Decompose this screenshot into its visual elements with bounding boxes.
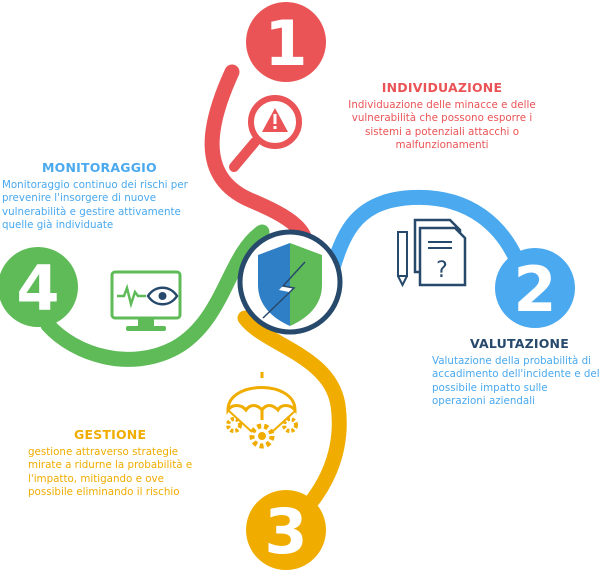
monitor-eye-icon — [110, 270, 182, 331]
step-1-number: 1 — [264, 7, 307, 80]
step-3-text: GESTIONE gestione attraverso strategie m… — [28, 427, 208, 500]
step-1-title: INDIVIDUAZIONE — [381, 80, 503, 95]
green-arm — [40, 224, 270, 367]
step-2-description: Valutazione della probabilità di accadim… — [432, 355, 600, 408]
step-4-title: MONITORAGGIO — [42, 160, 157, 175]
svg-text:?: ? — [436, 258, 448, 283]
step-4-text: MONITORAGGIO Monitoraggio continuo dei r… — [2, 160, 197, 233]
step-1-badge: 1 — [246, 2, 326, 82]
magnifier-alert-icon — [229, 95, 302, 172]
step-3-badge: 3 — [246, 490, 326, 570]
umbrella-gears-icon — [226, 372, 298, 449]
documents-question-icon: ? — [397, 218, 467, 288]
step-3-number: 3 — [264, 495, 307, 568]
step-3-description: gestione attraverso strategie mirate a r… — [28, 446, 193, 499]
step-2-badge: 2 — [495, 248, 575, 328]
step-2-text: VALUTAZIONE Valutazione della probabilit… — [432, 336, 600, 409]
step-2-number: 2 — [513, 253, 556, 326]
step-1-text: INDIVIDUAZIONE Individuazione delle mina… — [332, 80, 552, 153]
step-2-title: VALUTAZIONE — [470, 336, 569, 351]
step-4-badge: 4 — [0, 247, 78, 327]
step-4-number: 4 — [16, 252, 59, 325]
shield-lightning-icon — [237, 229, 343, 335]
yellow-arm — [237, 310, 347, 523]
step-1-description: Individuazione delle minacce e delle vul… — [348, 99, 536, 152]
step-4-description: Monitoraggio continuo dei rischi per pre… — [2, 179, 188, 232]
step-3-title: GESTIONE — [74, 427, 147, 442]
